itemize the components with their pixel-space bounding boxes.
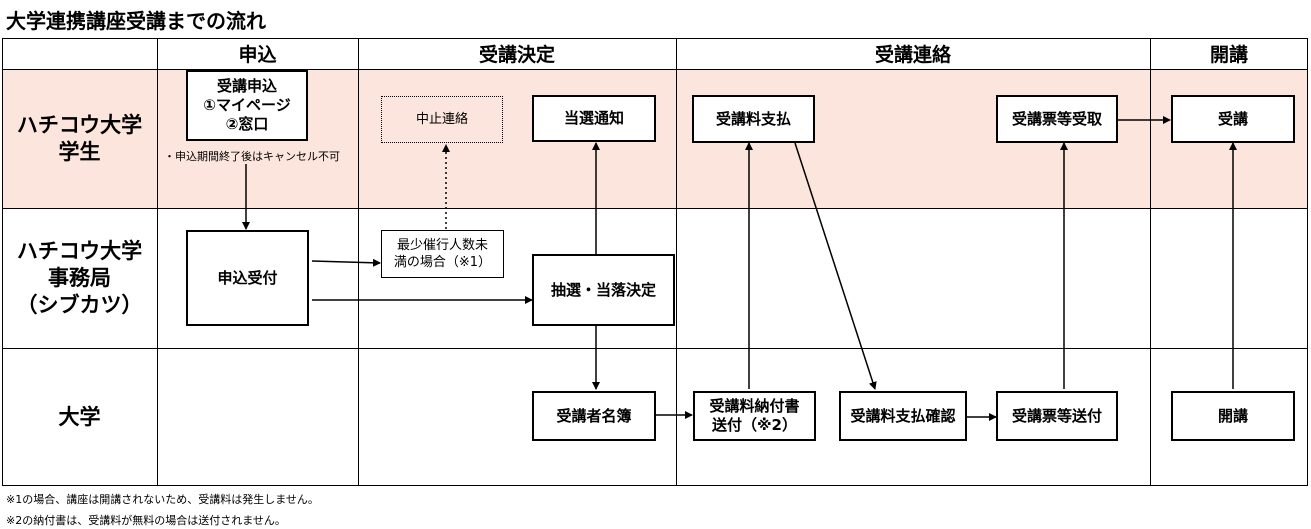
box-cancel-contact: 中止連絡: [381, 96, 503, 143]
box-invoice-send: 受講料納付書 送付（※2）: [693, 391, 816, 441]
grid-line: [1150, 38, 1151, 486]
column-header-decision: 受講決定: [478, 44, 555, 66]
row-label-student: ハチコウ大学 学生: [16, 112, 143, 164]
grid-line: [2, 485, 1308, 486]
grid-line: [2, 69, 1308, 70]
box-apply-methods: 受講申込 ①マイページ ②窓口: [186, 70, 308, 141]
column-header-apply: 申込: [238, 44, 277, 66]
box-course-open: 開講: [1171, 391, 1295, 441]
column-header-open: 開講: [1209, 44, 1248, 66]
box-attend: 受講: [1171, 95, 1295, 143]
grid-line: [2, 208, 1308, 209]
footnote-1: ※1の場合、講座は開講されないため、受講料は発生しません。: [6, 493, 319, 506]
box-ticket-receipt: 受講票等受取: [996, 95, 1118, 143]
box-roster: 受講者名簿: [532, 391, 656, 441]
box-lottery: 抽選・当落決定: [532, 254, 675, 326]
box-application-accept: 申込受付: [186, 230, 309, 326]
box-winning-notice: 当選通知: [532, 95, 656, 142]
box-min-not-met: 最少催行人数未 満の場合（※1）: [381, 230, 504, 278]
box-ticket-send: 受講票等送付: [996, 391, 1118, 441]
column-header-contact: 受講連絡: [874, 44, 951, 66]
box-fee-payment: 受講料支払: [692, 95, 815, 143]
row-label-office: ハチコウ大学 事務局 （シブカツ）: [16, 238, 143, 317]
arrow-payment-to-confirm: [794, 142, 877, 390]
box-payment-confirm: 受講料支払確認: [839, 391, 967, 441]
row-label-university: 大学: [58, 404, 101, 429]
grid-line: [2, 348, 1308, 349]
page-title: 大学連携講座受講までの流れ: [6, 9, 266, 33]
cancel-note: ・申込期間終了後はキャンセル不可: [164, 150, 340, 163]
arrow-accept-to-minimum: [311, 258, 381, 267]
grid-line: [2, 38, 1308, 39]
grid-line: [2, 38, 3, 486]
grid-line: [1307, 38, 1308, 486]
grid-line: [676, 38, 677, 486]
footnote-2: ※2の納付書は、受講料が無料の場合は送付されません。: [6, 514, 286, 527]
grid-line: [157, 38, 158, 486]
